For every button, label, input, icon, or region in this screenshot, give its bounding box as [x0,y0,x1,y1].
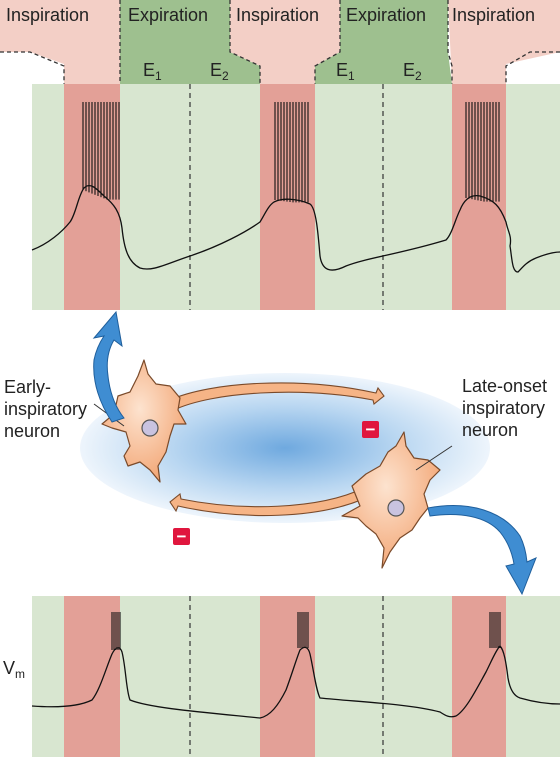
inspiration-header-3 [448,0,560,84]
early-inspiratory-trace [31,184,560,273]
subphase-label-3: E1 [336,60,355,83]
arrow-to-top-trace [92,310,125,423]
late-label-line-3: neuron [462,420,518,440]
phase-label-2: Expiration [128,5,208,25]
arrow-to-bottom-trace [427,505,537,596]
phase-label-3: Inspiration [236,5,319,25]
axon-early-to-late [169,382,385,411]
late-neuron-label: Late-onset inspiratory neuron [462,376,547,440]
neuron-network: − − [80,359,490,569]
subphase-label-2: E2 [210,60,229,83]
inspiration-band-bottom-3 [452,596,506,757]
inspiration-header-1 [0,0,120,84]
early-neuron-label: Early- inspiratory neuron [4,377,87,441]
inspiration-band-bottom-2 [260,596,315,757]
voltage-label: Vm [3,658,25,681]
subphase-label-1: E1 [143,60,162,83]
late-label-line-2: inspiratory [462,398,545,418]
expiration-header-1 [120,0,260,84]
phase-label-4: Expiration [346,5,426,25]
inhibition-symbol-upper: − [366,420,376,439]
bottom-trace-panel [31,596,560,757]
early-neuron-nucleus [141,419,159,437]
early-label-line-1: Early- [4,377,51,397]
early-label-line-2: inspiratory [4,399,87,419]
inhibition-marker-lower [173,528,190,545]
inhibition-marker-upper [362,421,379,438]
late-neuron-nucleus [387,499,405,517]
inspiration-band-bottom-1 [64,596,120,757]
early-label-line-3: neuron [4,421,60,441]
late-label-leader [415,445,453,471]
inspiration-band-3 [452,84,506,310]
axon-late-to-early [169,487,371,516]
expiration-header-2 [315,0,452,84]
phase-label-1: Inspiration [6,5,89,25]
spike-bursts-bottom [111,612,501,650]
early-inspiratory-neuron [101,359,187,483]
subphase-label-4: E2 [403,60,422,83]
phase-header: Inspiration Expiration Inspiration Expir… [0,0,560,84]
late-label-line-1: Late-onset [462,376,547,396]
phase-label-5: Inspiration [452,5,535,25]
spike-bursts-top [82,102,500,203]
top-trace-panel [31,84,560,310]
late-onset-trace [31,645,560,719]
inhibition-symbol-lower: − [177,527,187,546]
inspiration-header-2 [230,0,340,84]
